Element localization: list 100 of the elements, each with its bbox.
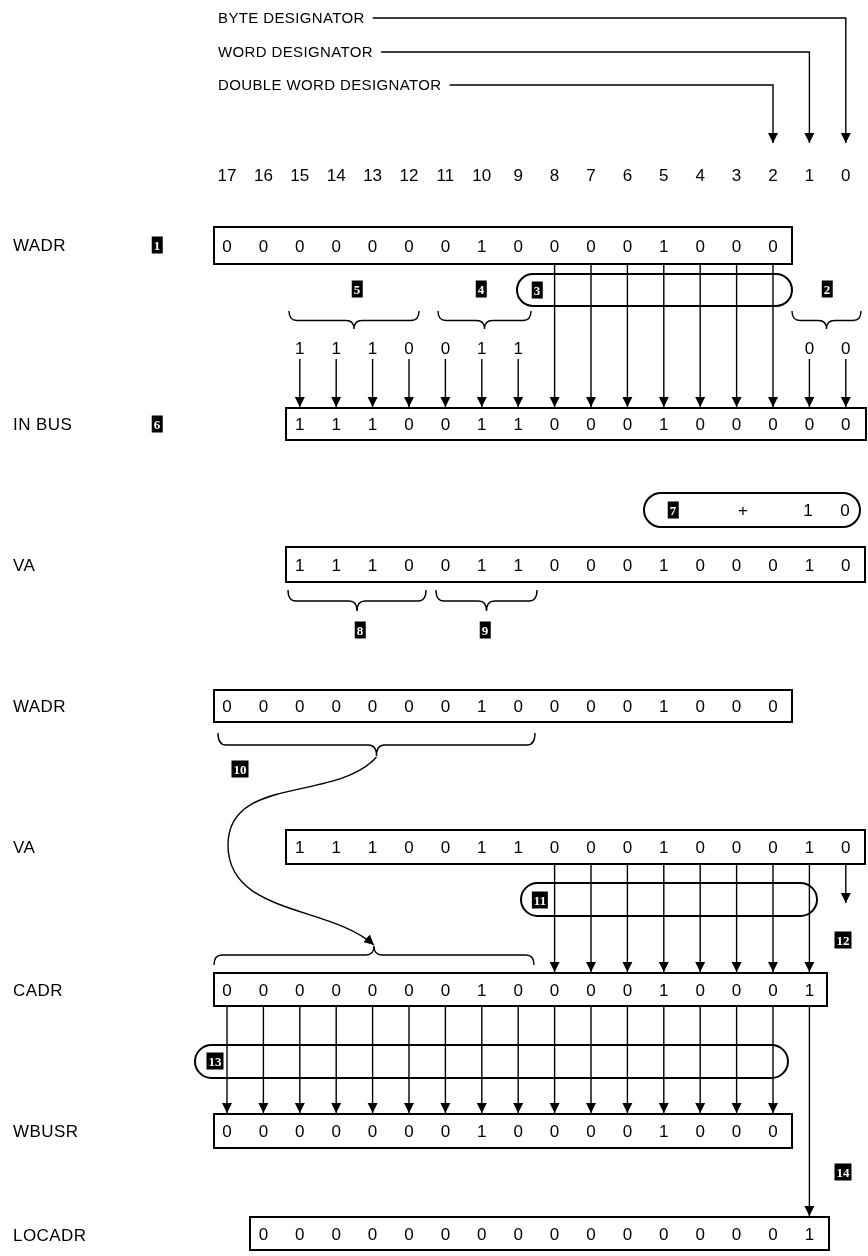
bit-value: 0 [586,415,596,433]
bit-number: 3 [731,166,742,184]
bit-value: 0 [331,1225,341,1242]
arrow [549,264,560,408]
bit-value: 0 [731,838,742,856]
arrow [731,1006,742,1114]
bit-value: 0 [440,981,451,998]
bit-value: 0 [622,237,633,254]
bit-number: 8 [549,166,560,184]
arrow [440,1006,451,1114]
bit-value: 1 [513,838,523,856]
arrow [227,756,378,946]
arrow [658,864,669,973]
bit-value: 0 [622,697,633,715]
bit-value: 0 [549,697,560,715]
bit-value: 0 [586,838,596,856]
arrow [622,1006,633,1114]
bit-value: 0 [367,237,378,254]
bit-value: 0 [695,556,705,573]
callout-number: 9 [479,621,491,639]
designator-label: BYTE DESIGNATOR [218,8,365,28]
bit-value: 0 [586,981,596,998]
bit-value: 1 [804,838,815,856]
arrow [549,864,560,973]
bit-value: 0 [622,838,633,856]
bit-value: 0 [331,697,341,715]
bit-value: 1 [513,556,523,573]
designator-label: WORD DESIGNATOR [218,42,374,62]
bit-number: 1 [804,166,815,184]
callout-number: 6 [151,415,163,433]
register-box [213,1113,793,1149]
bit-value: 1 [513,415,523,433]
bit-value: 0 [367,1225,378,1242]
bit-value: 0 [404,1225,414,1242]
register-name: WADR [13,236,66,254]
bit-value: 0 [768,415,778,433]
callout-number: 7 [667,501,679,519]
bit-value: 0 [295,1122,305,1140]
arrow [294,1006,305,1114]
bit-number: 5 [659,166,669,184]
arrow [549,1006,560,1114]
bit-value: 0 [622,1122,633,1140]
bit-value: 0 [731,237,742,254]
bit-value: 0 [295,981,305,998]
bit-value: 0 [295,237,305,254]
bit-value: 0 [768,981,778,998]
arrow [372,17,851,144]
bit-value: 1 [327,337,346,359]
bit-value: 0 [731,697,742,715]
bit-value: 0 [549,415,560,433]
arrow [622,264,633,408]
bit-value: 1 [659,415,669,433]
bit-number: 14 [326,166,346,184]
bit-value: 0 [440,1122,451,1140]
bit-number: 6 [622,166,633,184]
bit-value: 1 [803,501,813,519]
bit-value: 0 [841,556,851,573]
bit-value: 0 [436,337,455,359]
bit-value: 0 [768,697,778,715]
bit-value: 0 [622,415,633,433]
arrow [804,864,815,973]
bit-value: 0 [695,1122,705,1140]
bit-value: 0 [731,415,742,433]
bit-value: 0 [331,237,341,254]
bit-number: 10 [472,166,492,184]
bit-value: 0 [731,981,742,998]
bit-value: 0 [222,237,232,254]
bit-value: 0 [404,237,414,254]
bit-value: 0 [768,1225,778,1242]
bit-value: 1 [804,981,815,998]
callout-number: 11 [531,891,549,909]
arrow [731,864,742,973]
register-box [213,972,828,1007]
callout-number: 3 [531,281,543,299]
callout-number: 12 [834,931,852,949]
bit-value: 0 [622,1225,633,1242]
bit-value: 1 [331,415,341,433]
arrow [476,358,487,408]
bit-value: 0 [258,1122,269,1140]
bit-value: 1 [659,1122,669,1140]
bit-value: 0 [222,697,232,715]
bit-value: 0 [586,556,596,573]
arrow [404,1006,414,1114]
bit-value: 0 [440,556,451,573]
bit-value: 0 [841,838,851,856]
register-name: VA [13,838,36,856]
increment-pill [643,492,861,528]
bit-value: 1 [477,1122,487,1140]
bit-value: 0 [513,1122,523,1140]
arrow [513,1006,524,1114]
bit-value: 1 [472,337,491,359]
bit-number: 7 [586,166,596,184]
bit-value: 0 [513,981,523,998]
bit-number: 16 [253,166,273,184]
bit-value: 0 [695,838,705,856]
register-box [285,829,866,865]
callout-number: 2 [821,280,833,298]
arrow [440,358,451,408]
curly-brace [217,733,536,757]
bit-value: 1 [367,415,378,433]
